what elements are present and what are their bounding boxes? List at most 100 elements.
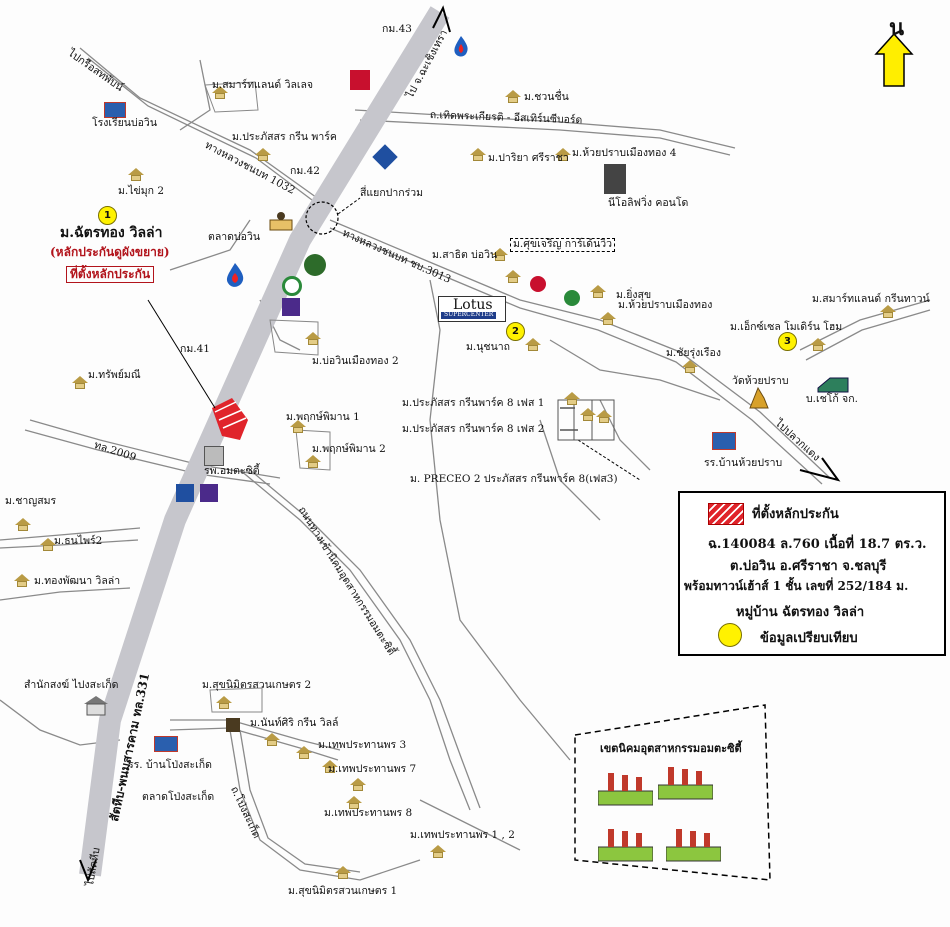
village-house-icon — [600, 312, 616, 325]
village-label: ม.เทพประทานพร 3 — [318, 739, 407, 751]
village-house-icon — [15, 518, 31, 531]
village-house-icon — [492, 248, 508, 261]
village-label: ม.ชวนชื่น — [524, 91, 569, 103]
village-house-icon — [264, 733, 280, 746]
compare-pin-1: 1 — [98, 206, 117, 225]
condo-building-icon — [604, 164, 626, 194]
village-house-icon — [305, 332, 321, 345]
village-house-icon — [555, 148, 571, 161]
factory-icon — [597, 767, 654, 807]
village-label: ม.เทพประทานพร 8 — [324, 807, 413, 819]
village-house-icon — [682, 360, 698, 373]
village-label: ม.สุขนิมิตรสวนเกษตร 1 — [288, 885, 398, 897]
village-house-icon — [580, 408, 596, 421]
village-label: ม.ชาญสมร — [5, 495, 57, 507]
junction-label: สี่แยกปากร่วม — [360, 187, 424, 199]
village-house-icon — [216, 696, 232, 709]
lotus-brand: Lotus — [453, 297, 493, 313]
village-label: ม.สุขนิมิตรสวนเกษตร 2 — [202, 679, 312, 691]
village-label: ม.ห้วยปราบเมืองทอง 4 — [572, 147, 677, 159]
village-label: ม.ศุขเจริญ การ์เด้นวิว — [510, 238, 616, 252]
village-label: ม.พฤกษ์พิมาน 1 — [286, 411, 360, 423]
village-house-icon — [810, 338, 826, 351]
place-label-market-bowin: ตลาดบ่อวิน — [208, 231, 261, 243]
km-marker-41: กม.41 — [180, 343, 210, 355]
village-label: ม.ยิ่งสุข — [616, 289, 652, 301]
village-house-icon — [212, 86, 228, 99]
factory-icon — [597, 823, 654, 863]
bank-logo-icon — [350, 70, 370, 90]
place-label-temple: วัดห้วยปราบ — [732, 375, 789, 387]
village-house-icon — [305, 455, 321, 468]
school-icon — [712, 432, 736, 450]
legend-site-label: ที่ตั้งหลักประกัน — [752, 507, 839, 522]
brand-logo-icon — [530, 276, 546, 292]
village-house-icon — [590, 285, 606, 298]
place-label-school-bowin: โรงเรียนบ่อวิน — [92, 117, 158, 129]
village-label: ม.นันท์ศิริ กรีน วิลล์ — [250, 717, 339, 729]
village-label: ม.บ่อวินเมืองทอง 2 — [312, 355, 399, 367]
factory-icon — [665, 823, 722, 863]
industrial-zone: เขตนิคมอุตสาหกรรมอมตะซิตี้ — [570, 705, 772, 881]
subject-subtitle: (หลักประกันดูผังขยาย) — [50, 245, 170, 259]
legend-line-2: ต.บ่อวิน อ.ศรีราชา จ.ชลบุรี — [730, 559, 887, 574]
village-label: ม.ชัยรุ่งเรือง — [666, 347, 721, 359]
village-label: ม.ทรัพย์มณี — [88, 369, 141, 381]
factory-icon — [657, 761, 714, 801]
village-house-icon — [880, 305, 896, 318]
village-label: ม.เทพประทานพร 1 , 2 — [410, 829, 515, 841]
subject-name: ม.ฉัตรทอง วิลล่า — [60, 225, 163, 241]
village-house-icon — [40, 538, 56, 551]
place-label-school-pong: รร. บ้านโป่งสะเก็ด — [128, 759, 212, 771]
village-label: ม.ปาริยา ศรีราชา — [488, 152, 569, 164]
village-label: ม.ธนไพร์2 — [54, 535, 103, 547]
school-icon — [154, 736, 178, 752]
subject-site-label: ที่ตั้งหลักประกัน — [66, 266, 155, 284]
km-marker-42: กม.42 — [290, 165, 320, 177]
bangkok-bank-logo-icon — [176, 484, 194, 502]
village-label: ม.สมาร์ทแลนด์ กรีนทาวน์ — [812, 293, 930, 305]
village-label: ม.ห้วยปราบเมืองทอง — [618, 299, 713, 311]
place-label-company: บ.เชโก้ จก. — [806, 393, 858, 405]
legend-compare-label: ข้อมูลเปรียบเทียบ — [760, 631, 858, 646]
kbank-logo-icon — [282, 276, 302, 296]
village-label: ม.ประภัสสร กรีนพาร์ค 8 เฟส 1 — [402, 397, 545, 409]
place-label-market-pong: ตลาดโป่งสะเก็ด — [142, 791, 215, 803]
village-house-icon — [255, 148, 271, 161]
village-house-icon — [596, 410, 612, 423]
village-label: ม.ไข่มุก 2 — [118, 185, 165, 197]
village-house-icon — [72, 376, 88, 389]
village-label: ม.เอ็กซ์เซล โมเดิร์น โฮม — [730, 321, 843, 333]
place-label-hospital: รพ.อมตะซิตี้ — [204, 465, 260, 477]
village-house-icon — [128, 168, 144, 181]
village-house-icon — [322, 760, 338, 773]
hospital-icon — [204, 446, 224, 466]
village-house-icon — [470, 148, 486, 161]
compare-pin-2: 2 — [506, 322, 525, 341]
map-legend: ที่ตั้งหลักประกัน ฉ.140084 ล.760 เนื้อที… — [678, 491, 946, 656]
village-label: ม.ประภัสสร กรีน พาร์ค — [232, 131, 337, 143]
village-label: ม.นุชนาถ — [466, 341, 510, 353]
village-house-icon — [290, 420, 306, 433]
brand-logo-icon — [304, 254, 326, 276]
scb-logo-icon — [200, 484, 218, 502]
ptt-logo-icon — [224, 262, 246, 288]
place-label-school-huaiprap: รร.บ้านห้วยปราบ — [704, 457, 783, 469]
legend-compare-swatch — [718, 623, 742, 647]
legend-line-4: หมู่บ้าน ฉัตรทอง วิลล่า — [736, 605, 865, 620]
market-icon — [226, 718, 240, 732]
ptt-logo-icon — [452, 35, 470, 57]
place-label-monk-office: สำนักสงฆ์ ไปงสะเก็ด — [24, 679, 119, 691]
lotus-sub: SUPERCENTER — [441, 311, 497, 319]
village-house-icon — [525, 338, 541, 351]
village-label: ม.ประภัสสร กรีนพาร์ค 8 เฟส 2 — [402, 423, 545, 435]
legend-site-swatch — [708, 503, 744, 525]
village-house-icon — [564, 392, 580, 405]
school-icon — [104, 102, 126, 118]
village-label: ม.สาธิต บ่อวิน — [432, 249, 498, 261]
market-icon — [268, 210, 294, 234]
village-label: ม.ทองพัฒนา วิลล่า — [34, 575, 121, 587]
village-house-icon — [430, 845, 446, 858]
